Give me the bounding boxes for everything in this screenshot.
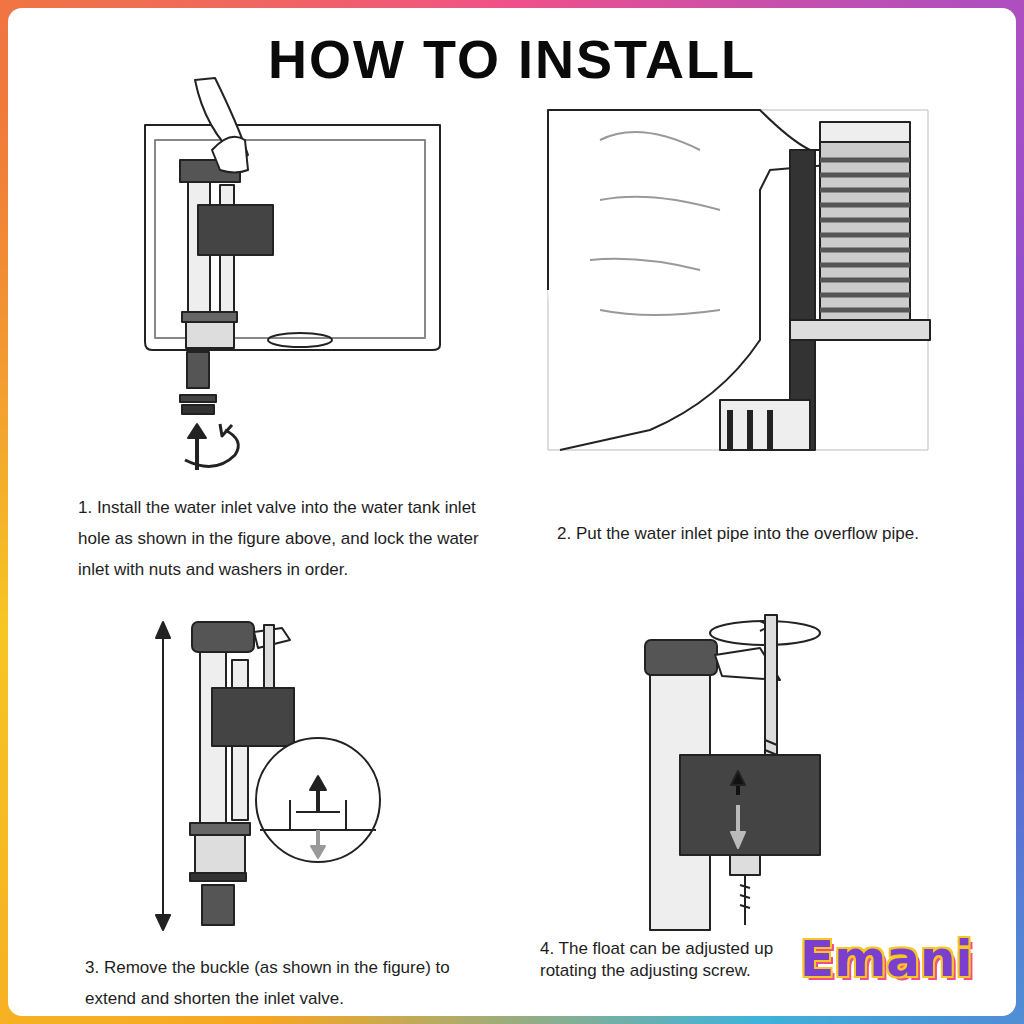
step-caption: 3. Remove the buckle (as shown in the fi… [85, 952, 485, 1014]
page-title: HOW TO INSTALL [0, 28, 1024, 90]
step-caption: 4. The float can be adjusted up rotating… [540, 938, 785, 982]
step-caption: 2. Put the water inlet pipe into the ove… [557, 518, 977, 549]
brand-watermark: Emani [800, 930, 973, 988]
step-caption: 1. Install the water inlet valve into th… [78, 492, 508, 585]
